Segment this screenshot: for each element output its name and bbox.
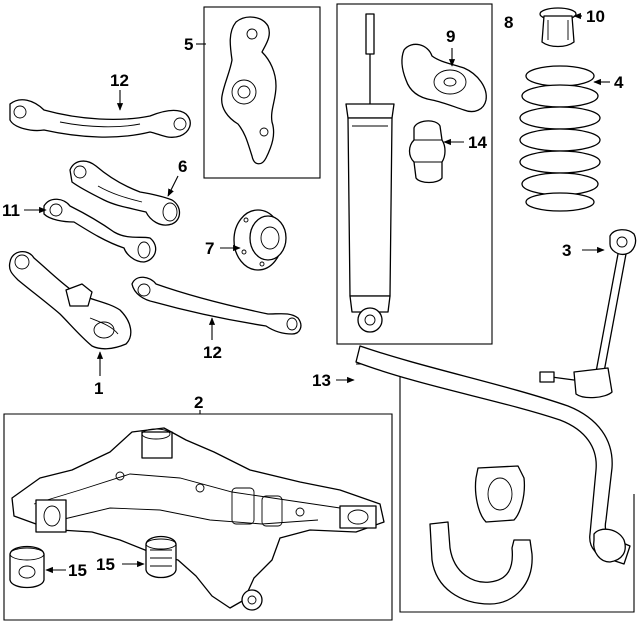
subframe-bushing-left — [9, 545, 45, 589]
toe-link-arm — [69, 160, 181, 226]
lower-link-arm — [43, 198, 157, 263]
knuckle — [221, 16, 277, 165]
callout-15-right: 15 — [96, 555, 115, 574]
callout-7: 7 — [205, 239, 214, 258]
callout-4: 4 — [614, 73, 624, 92]
callout-2: 2 — [194, 393, 203, 412]
stabilizer-link — [539, 229, 637, 399]
knuckle-frame — [203, 6, 321, 179]
stabilizer-bushing — [474, 465, 526, 523]
upper-mount — [401, 43, 487, 113]
callout-3: 3 — [562, 241, 571, 260]
stabilizer-frame — [399, 364, 635, 613]
callout-11: 11 — [2, 201, 20, 220]
shock-absorber — [345, 13, 395, 333]
callout-14: 14 — [468, 133, 487, 152]
callout-13: 13 — [312, 371, 331, 390]
rear-subframe — [11, 427, 385, 611]
callout-12-upper: 12 — [110, 71, 129, 90]
lower-control-arm — [8, 251, 132, 350]
callout-9: 9 — [446, 27, 455, 46]
coil-spring — [519, 65, 601, 212]
stabilizer-bracket — [429, 521, 533, 605]
callout-1: 1 — [94, 379, 103, 398]
callout-15-left: 15 — [68, 561, 87, 580]
leader-lines — [24, 12, 610, 574]
lateral-link-arm — [131, 276, 302, 335]
callout-12-lower: 12 — [203, 343, 222, 362]
subframe-bushing-right — [145, 535, 177, 579]
bump-stop — [408, 120, 446, 184]
callout-5: 5 — [184, 35, 193, 54]
callout-8: 8 — [504, 13, 513, 32]
callout-6: 6 — [178, 157, 187, 176]
spring-insulator — [539, 7, 577, 48]
upper-control-arm — [9, 99, 191, 138]
subframe-frame — [3, 413, 393, 621]
shock-assembly-frame — [336, 3, 493, 345]
wheel-hub — [233, 209, 287, 271]
stabilizer-bar — [355, 345, 631, 565]
callout-10: 10 — [586, 7, 605, 26]
